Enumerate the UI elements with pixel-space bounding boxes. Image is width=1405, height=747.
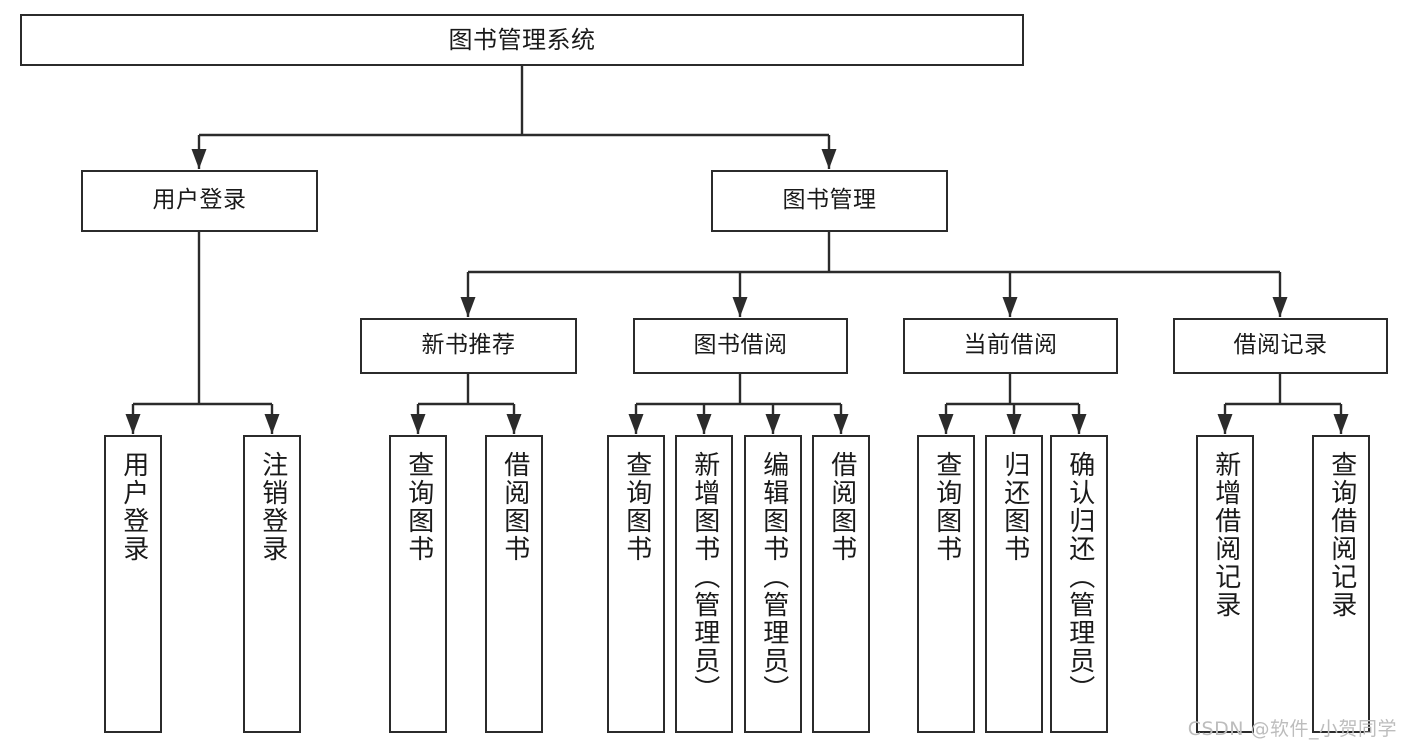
node-leaf-query-book-3-label: 查询图书 (931, 451, 962, 563)
node-book-manage-label: 图书管理 (782, 187, 877, 214)
node-borrow-record-label: 借阅记录 (1233, 332, 1328, 359)
node-leaf-logout[interactable]: 注销登录 (243, 435, 301, 733)
node-leaf-borrow-book-2[interactable]: 借阅图书 (812, 435, 870, 733)
node-user-login[interactable]: 用户登录 (81, 170, 318, 232)
node-leaf-return-book-label: 归还图书 (999, 451, 1030, 563)
node-book-manage[interactable]: 图书管理 (711, 170, 948, 232)
node-root-title-label: 图书管理系统 (448, 25, 596, 54)
node-root-title[interactable]: 图书管理系统 (20, 14, 1024, 66)
node-leaf-edit-book[interactable]: 编辑图书（管理员） (744, 435, 802, 733)
node-leaf-add-record-label: 新增借阅记录 (1210, 451, 1241, 619)
node-leaf-logout-label: 注销登录 (257, 451, 288, 563)
node-new-book-recommend-label: 新书推荐 (421, 332, 516, 359)
node-book-borrow-label: 图书借阅 (693, 332, 788, 359)
node-leaf-query-record[interactable]: 查询借阅记录 (1312, 435, 1370, 733)
node-user-login-label: 用户登录 (152, 187, 247, 214)
node-leaf-confirm-return[interactable]: 确认归还（管理员） (1050, 435, 1108, 733)
node-borrow-record[interactable]: 借阅记录 (1173, 318, 1388, 374)
node-leaf-user-login[interactable]: 用户登录 (104, 435, 162, 733)
node-leaf-confirm-return-label: 确认归还（管理员） (1064, 451, 1095, 703)
node-leaf-edit-book-label: 编辑图书（管理员） (758, 451, 789, 703)
node-leaf-query-book-1-label: 查询图书 (403, 451, 434, 563)
node-leaf-query-record-label: 查询借阅记录 (1326, 451, 1357, 619)
node-new-book-recommend[interactable]: 新书推荐 (360, 318, 577, 374)
node-leaf-query-book-2[interactable]: 查询图书 (607, 435, 665, 733)
node-leaf-query-book-1[interactable]: 查询图书 (389, 435, 447, 733)
node-leaf-query-book-3[interactable]: 查询图书 (917, 435, 975, 733)
node-current-borrow[interactable]: 当前借阅 (903, 318, 1118, 374)
node-leaf-borrow-book-1[interactable]: 借阅图书 (485, 435, 543, 733)
node-leaf-borrow-book-2-label: 借阅图书 (826, 451, 857, 563)
node-leaf-add-book-label: 新增图书（管理员） (689, 451, 720, 703)
node-leaf-return-book[interactable]: 归还图书 (985, 435, 1043, 733)
node-leaf-borrow-book-1-label: 借阅图书 (499, 451, 530, 563)
watermark-label: CSDN @软件_小贺同学 (1187, 718, 1397, 740)
node-leaf-query-book-2-label: 查询图书 (621, 451, 652, 563)
node-leaf-add-book[interactable]: 新增图书（管理员） (675, 435, 733, 733)
node-current-borrow-label: 当前借阅 (963, 332, 1058, 359)
node-leaf-add-record[interactable]: 新增借阅记录 (1196, 435, 1254, 733)
node-leaf-user-login-label: 用户登录 (118, 451, 149, 563)
node-book-borrow[interactable]: 图书借阅 (633, 318, 848, 374)
